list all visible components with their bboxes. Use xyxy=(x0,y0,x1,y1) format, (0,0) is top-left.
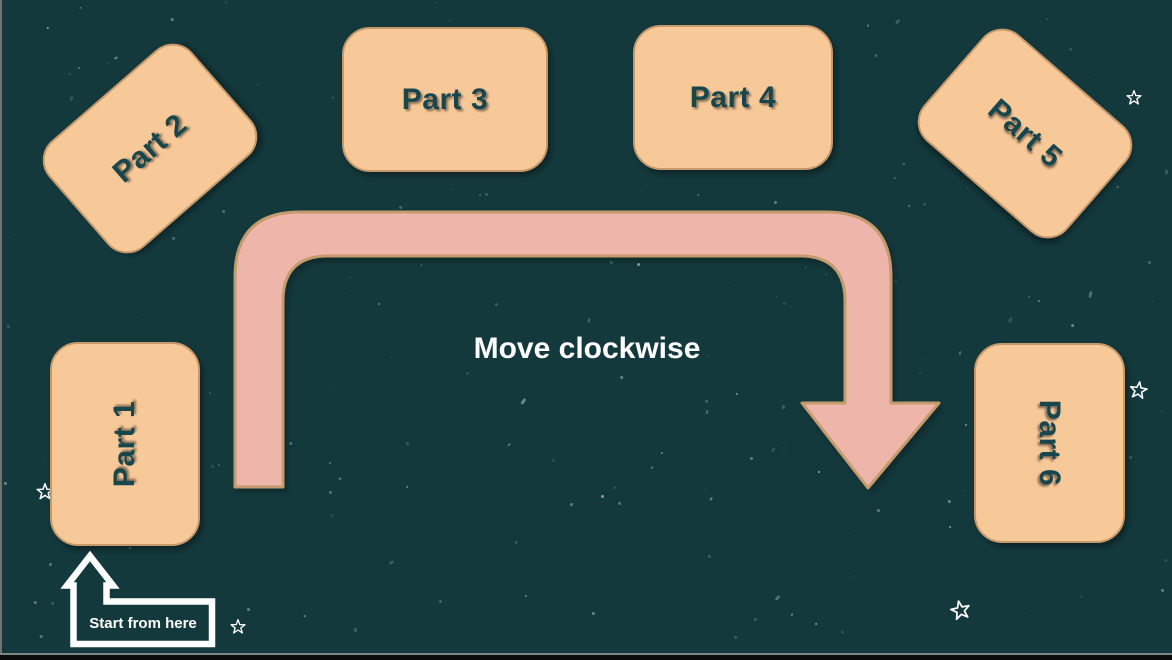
part-1-box[interactable]: Part 1 xyxy=(50,342,200,546)
slide-bottom-edge xyxy=(0,653,1172,660)
part-3-box[interactable]: Part 3 xyxy=(342,27,548,172)
start-callout-label: Start from here xyxy=(89,615,197,632)
part-6-box[interactable]: Part 6 xyxy=(974,343,1125,543)
part-3-label: Part 3 xyxy=(401,82,489,116)
star-icon xyxy=(1129,381,1148,399)
part-4-label: Part 4 xyxy=(689,80,777,114)
part-4-box[interactable]: Part 4 xyxy=(633,25,833,170)
flow-caption: Move clockwise xyxy=(473,332,701,365)
star-icon xyxy=(230,619,246,634)
star-icon xyxy=(1126,90,1142,105)
slide-left-edge xyxy=(0,0,2,660)
star-icon xyxy=(950,600,970,621)
